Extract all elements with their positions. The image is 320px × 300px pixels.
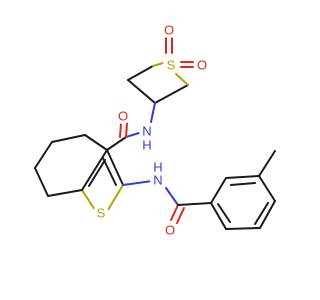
atom-o-sulfone-right: O (197, 58, 207, 73)
molecule-diagram: S O O N H O S N H O (34, 22, 276, 238)
bond-c-c-inner (254, 202, 269, 225)
bond-c-c-inner (217, 203, 231, 223)
bond-c-c (106, 136, 127, 151)
bond-c-c (210, 202, 227, 230)
atom-s-thiophene: S (97, 206, 106, 221)
atom-o-amide-2: O (165, 223, 175, 238)
bond-c-c-inner (230, 182, 256, 186)
atom-n-amide-1: N (142, 124, 151, 139)
bond-c-c (127, 65, 154, 81)
bond-c-n (150, 102, 156, 123)
bond-c-c (127, 79, 156, 104)
bond-c-c (177, 202, 212, 206)
bond-c-s (175, 73, 189, 86)
atom-s-sulfone: S (167, 58, 176, 73)
atom-o-amide-1: O (118, 109, 128, 124)
bond-n-c (125, 132, 140, 138)
atom-labels: S O O N H O S N H O (93, 22, 210, 238)
atom-n-amide-2: N (153, 173, 162, 188)
benzothiophene-core (34, 134, 124, 211)
bond-c-c (34, 167, 49, 197)
atom-o-sulfone-top: O (164, 23, 174, 38)
bond-c-methyl (258, 150, 276, 177)
bond-c-s (152, 62, 164, 67)
bond-c-c (81, 149, 108, 191)
amide-linker-1 (106, 102, 156, 151)
bond-c-c (154, 84, 189, 104)
atom-h-amide-2: H (153, 160, 162, 175)
bond-c-n (122, 180, 153, 186)
bond-c-c (258, 175, 276, 202)
bond-c-c (84, 134, 108, 151)
bond-c-o-double (176, 207, 185, 224)
tolyl-ring (210, 150, 276, 230)
structure-svg: S O O N H O S N H O (34, 22, 276, 238)
bond-s-c (81, 189, 96, 211)
sulfolane-ring (127, 37, 194, 104)
atom-h-amide-1: H (142, 138, 151, 153)
bond-c-c (259, 200, 276, 229)
bond-c-c-inner (88, 159, 106, 187)
bond-c-c (210, 177, 227, 204)
amide-linker-2 (122, 180, 212, 224)
bond-c-c-inner (102, 157, 117, 186)
bond-c-o-double (119, 122, 122, 138)
bond-n-c (165, 187, 179, 206)
bond-c-c (106, 149, 124, 186)
bond-c-c (225, 175, 260, 179)
bond-c-c (225, 227, 261, 230)
bond-c-s (107, 184, 124, 211)
bond-c-c (47, 189, 83, 197)
bond-c-c (34, 141, 53, 169)
bond-c-o-double (125, 122, 128, 138)
bond-c-c (51, 134, 86, 143)
bond-c-o-double (170, 204, 179, 221)
